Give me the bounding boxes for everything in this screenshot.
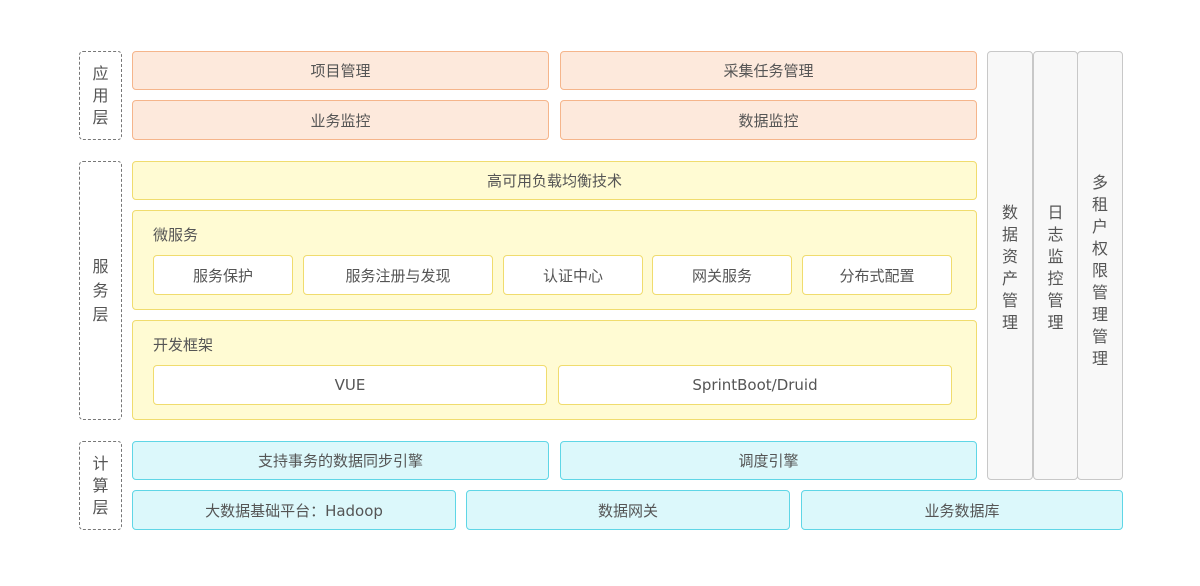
data-gateway-box: 数据网关 [466, 490, 790, 530]
load-balance-box: 高可用负载均衡技术 [132, 161, 977, 200]
tenant-management-label: 多租户权限管理管理 [1091, 173, 1108, 368]
application-layer-tag: 应用层 [79, 51, 122, 140]
business-monitor-box: 业务监控 [132, 100, 549, 140]
business-db-box: 业务数据库 [801, 490, 1123, 530]
tenant-management-column: 多租户权限管理管理 [1077, 51, 1123, 480]
asset-management-column: 数据资产管理 [987, 51, 1033, 480]
framework-group: 开发框架 VUE SprintBoot/Druid [132, 320, 977, 420]
sync-engine-box: 支持事务的数据同步引擎 [132, 441, 549, 480]
asset-management-label: 数据资产管理 [1001, 203, 1018, 332]
vue-box: VUE [153, 365, 547, 405]
log-management-label: 日志监控管理 [1047, 203, 1064, 332]
service-layer-label: 服务层 [92, 256, 109, 324]
service-registry-box: 服务注册与发现 [303, 255, 493, 295]
data-monitor-box: 数据监控 [560, 100, 977, 140]
microservice-group: 微服务 服务保护 服务注册与发现 认证中心 网关服务 分布式配置 [132, 210, 977, 310]
log-management-column: 日志监控管理 [1033, 51, 1078, 480]
application-layer-label: 应用层 [92, 63, 109, 127]
compute-layer-label: 计算层 [92, 453, 109, 517]
project-management-box: 项目管理 [132, 51, 549, 90]
microservice-title: 微服务 [153, 226, 199, 244]
springboot-druid-box: SprintBoot/Druid [558, 365, 952, 405]
collect-task-management-box: 采集任务管理 [560, 51, 977, 90]
compute-layer-tag: 计算层 [79, 441, 122, 530]
gateway-service-box: 网关服务 [652, 255, 792, 295]
framework-title: 开发框架 [153, 336, 214, 354]
service-protection-box: 服务保护 [153, 255, 293, 295]
service-layer-tag: 服务层 [79, 161, 122, 420]
auth-center-box: 认证中心 [503, 255, 643, 295]
schedule-engine-box: 调度引擎 [560, 441, 977, 480]
distributed-config-box: 分布式配置 [802, 255, 952, 295]
hadoop-box: 大数据基础平台：Hadoop [132, 490, 456, 530]
